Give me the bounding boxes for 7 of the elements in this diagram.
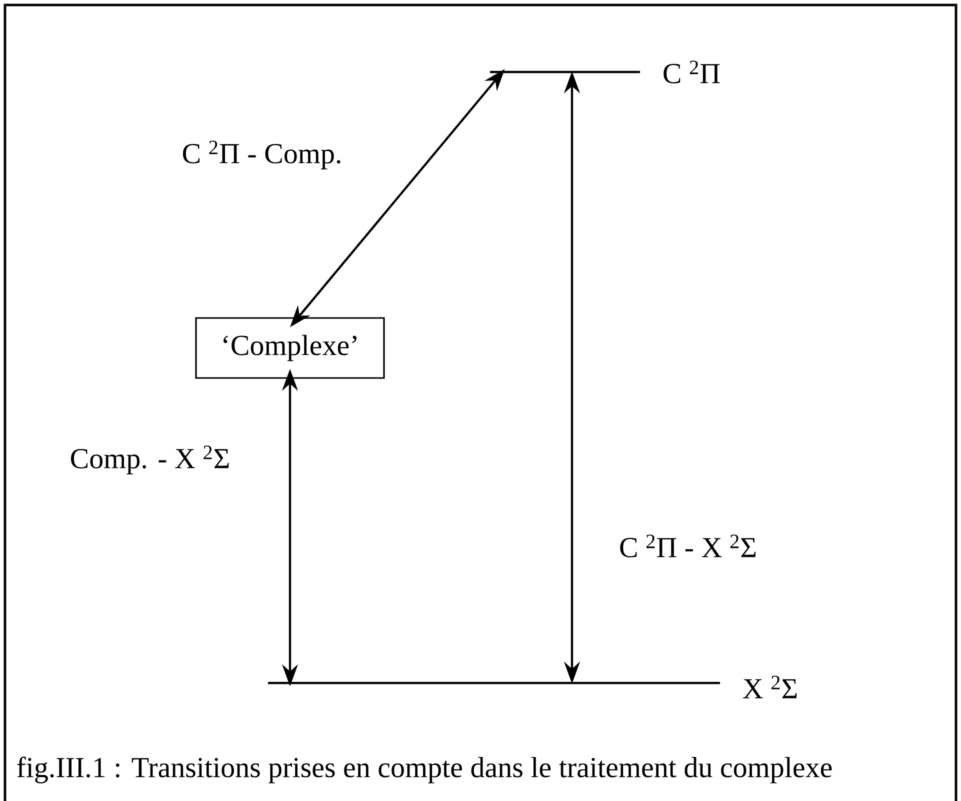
state-box: ‘Complexe’ <box>195 317 385 379</box>
edge-label: Comp. - X $^{2}$Σ <box>68 444 232 476</box>
level-label: C $^{2}$Π <box>664 60 720 84</box>
level-label: X $^{2}$Σ <box>743 676 797 698</box>
caption: fig.III.1 : Transitions prises en compte dans le traitement du complexe <box>17 756 832 784</box>
edge-label: C $^{2}$Π - Comp. <box>180 140 344 170</box>
edge-label: C $^{2}$Π - X $^{2}$Σ <box>618 534 758 558</box>
